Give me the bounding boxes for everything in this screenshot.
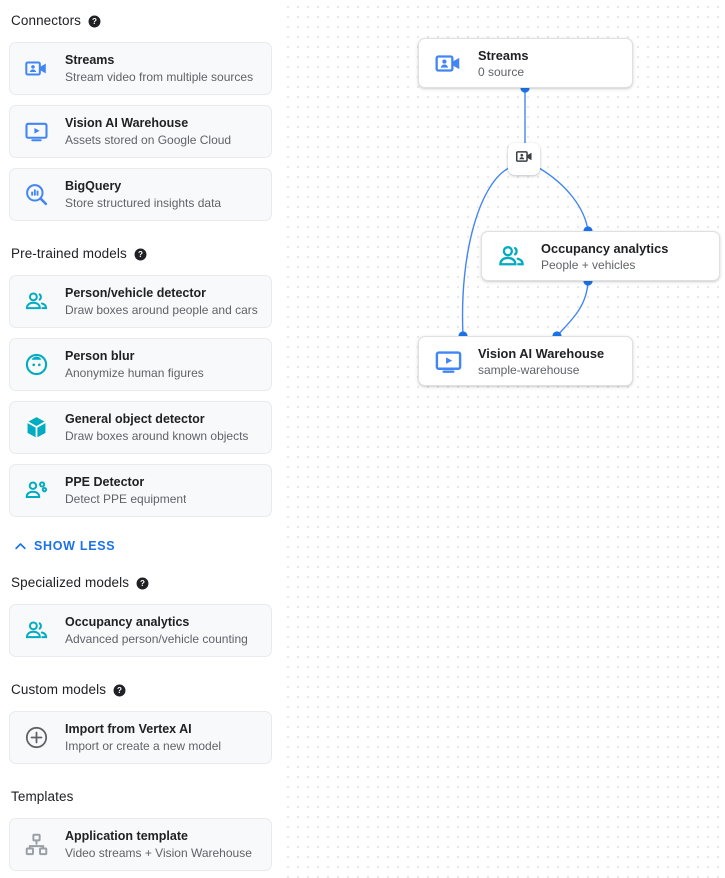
section-title: Custom models xyxy=(11,682,107,697)
sidebar-item-general-object-detector[interactable]: General object detector Draw boxes aroun… xyxy=(9,401,272,454)
sidebar-item-title: PPE Detector xyxy=(65,475,145,489)
section-header-templates: Templates xyxy=(11,786,272,808)
section-header-custom-models: Custom models ? xyxy=(11,679,272,701)
sidebar-item-text: General object detector Draw boxes aroun… xyxy=(65,411,248,444)
graph-node-subtitle: 0 source xyxy=(478,64,525,79)
video-camera-person-icon xyxy=(515,147,534,171)
sidebar-item-subtitle: Anonymize human figures xyxy=(65,366,204,380)
sidebar-item-text: Occupancy analytics Advanced person/vehi… xyxy=(65,614,248,647)
graph-node-text: Streams 0 source xyxy=(478,47,529,80)
sidebar-item-title: Person blur xyxy=(65,349,135,363)
spacer xyxy=(9,221,272,243)
sidebar-item-text: Person blur Anonymize human figures xyxy=(65,348,204,381)
graph-node-relay[interactable] xyxy=(508,143,540,175)
edge-relay-to-warehouse xyxy=(461,167,510,337)
monitor-play-icon xyxy=(23,119,49,145)
sidebar-item-subtitle: Store structured insights data xyxy=(65,196,222,210)
graph-node-title: Occupancy analytics xyxy=(541,240,669,256)
plus-circle-icon xyxy=(23,725,49,751)
sidebar-item-streams[interactable]: Streams Stream video from multiple sourc… xyxy=(9,42,272,95)
video-camera-person-icon xyxy=(23,56,49,82)
sidebar-item-subtitle: Video streams + Vision Warehouse xyxy=(65,846,252,860)
help-circle-icon[interactable]: ? xyxy=(136,577,149,590)
sidebar-item-person-blur[interactable]: Person blur Anonymize human figures xyxy=(9,338,272,391)
magnifier-bars-icon xyxy=(23,182,49,208)
sidebar-item-title: Occupancy analytics xyxy=(65,615,190,629)
graph-node-text: Vision AI Warehouse sample-warehouse xyxy=(478,345,604,378)
show-less-label: SHOW LESS xyxy=(34,539,116,553)
sidebar-item-subtitle: Draw boxes around people and cars xyxy=(65,303,258,317)
section-title: Templates xyxy=(11,789,74,804)
edge-relay-to-occupancy xyxy=(538,167,589,232)
sidebar-item-title: General object detector xyxy=(65,412,205,426)
spacer xyxy=(9,556,272,572)
section-title: Specialized models xyxy=(11,575,130,590)
graph-node-streams[interactable]: Streams 0 source xyxy=(418,38,633,88)
section-title: Pre-trained models xyxy=(11,246,127,261)
sitemap-icon xyxy=(23,832,49,858)
show-less-button[interactable]: SHOW LESS xyxy=(13,536,272,556)
people-group-icon xyxy=(23,618,49,644)
person-helmet-icon xyxy=(23,478,49,504)
people-group-icon xyxy=(23,289,49,315)
section-header-specialized-models: Specialized models ? xyxy=(11,572,272,594)
edge-occupancy-to-warehouse xyxy=(556,280,589,337)
sidebar-item-text: Person/vehicle detector Draw boxes aroun… xyxy=(65,285,258,318)
people-group-icon xyxy=(496,241,526,271)
face-blur-icon xyxy=(23,352,49,378)
graph-edges xyxy=(458,83,593,341)
monitor-play-icon xyxy=(433,346,463,376)
help-circle-icon[interactable]: ? xyxy=(113,684,126,697)
svg-text:?: ? xyxy=(138,250,143,259)
spacer xyxy=(9,657,272,679)
sidebar-item-title: Streams xyxy=(65,53,115,67)
cube-box-icon xyxy=(23,415,49,441)
sidebar-item-person-vehicle-detector[interactable]: Person/vehicle detector Draw boxes aroun… xyxy=(9,275,272,328)
sidebar-item-vision-ai-warehouse[interactable]: Vision AI Warehouse Assets stored on Goo… xyxy=(9,105,272,158)
graph-node-title: Streams xyxy=(478,47,529,63)
sidebar-item-title: BigQuery xyxy=(65,179,122,193)
sidebar-item-bigquery[interactable]: BigQuery Store structured insights data xyxy=(9,168,272,221)
component-sidebar: Connectors ? Streams Stream video from m… xyxy=(0,0,281,878)
sidebar-item-title: Application template xyxy=(65,829,188,843)
sidebar-item-import-from-vertex-ai[interactable]: Import from Vertex AI Import or create a… xyxy=(9,711,272,764)
sidebar-item-subtitle: Assets stored on Google Cloud xyxy=(65,133,232,147)
section-header-pre-trained-models: Pre-trained models ? xyxy=(11,243,272,265)
svg-text:?: ? xyxy=(117,686,122,695)
section-header-connectors: Connectors ? xyxy=(11,10,272,32)
sidebar-item-text: Vision AI Warehouse Assets stored on Goo… xyxy=(65,115,231,148)
graph-node-text: Occupancy analytics People + vehicles xyxy=(541,240,668,273)
sidebar-item-text: PPE Detector Detect PPE equipment xyxy=(65,474,186,507)
sidebar-item-text: Import from Vertex AI Import or create a… xyxy=(65,721,221,754)
sidebar-item-occupancy-analytics[interactable]: Occupancy analytics Advanced person/vehi… xyxy=(9,604,272,657)
graph-node-vision-ai-warehouse[interactable]: Vision AI Warehouse sample-warehouse xyxy=(418,336,633,386)
sidebar-item-title: Import from Vertex AI xyxy=(65,722,192,736)
svg-text:?: ? xyxy=(140,579,145,588)
sidebar-item-application-template[interactable]: Application template Video streams + Vis… xyxy=(9,818,272,871)
sidebar-item-title: Vision AI Warehouse xyxy=(65,116,189,130)
help-circle-icon[interactable]: ? xyxy=(134,248,147,261)
sidebar-item-subtitle: Advanced person/vehicle counting xyxy=(65,632,248,646)
sidebar-item-subtitle: Draw boxes around known objects xyxy=(65,429,249,443)
help-circle-icon[interactable]: ? xyxy=(88,15,101,28)
spacer xyxy=(9,764,272,786)
graph-canvas[interactable]: Streams 0 source xyxy=(281,0,725,878)
video-camera-person-icon xyxy=(433,48,463,78)
sidebar-item-subtitle: Stream video from multiple sources xyxy=(65,70,254,84)
sidebar-item-subtitle: Import or create a new model xyxy=(65,739,222,753)
sidebar-item-text: Streams Stream video from multiple sourc… xyxy=(65,52,253,85)
graph-node-subtitle: sample-warehouse xyxy=(478,362,580,377)
chevron-up-icon xyxy=(13,539,28,554)
sidebar-item-text: Application template Video streams + Vis… xyxy=(65,828,252,861)
svg-text:?: ? xyxy=(92,17,97,26)
sidebar-item-subtitle: Detect PPE equipment xyxy=(65,492,187,506)
graph-node-occupancy-analytics[interactable]: Occupancy analytics People + vehicles xyxy=(481,231,720,281)
graph-node-subtitle: People + vehicles xyxy=(541,257,636,272)
sidebar-item-ppe-detector[interactable]: PPE Detector Detect PPE equipment xyxy=(9,464,272,517)
graph-node-title: Vision AI Warehouse xyxy=(478,345,605,361)
sidebar-item-title: Person/vehicle detector xyxy=(65,286,207,300)
section-title: Connectors xyxy=(11,13,82,28)
sidebar-item-text: BigQuery Store structured insights data xyxy=(65,178,221,211)
